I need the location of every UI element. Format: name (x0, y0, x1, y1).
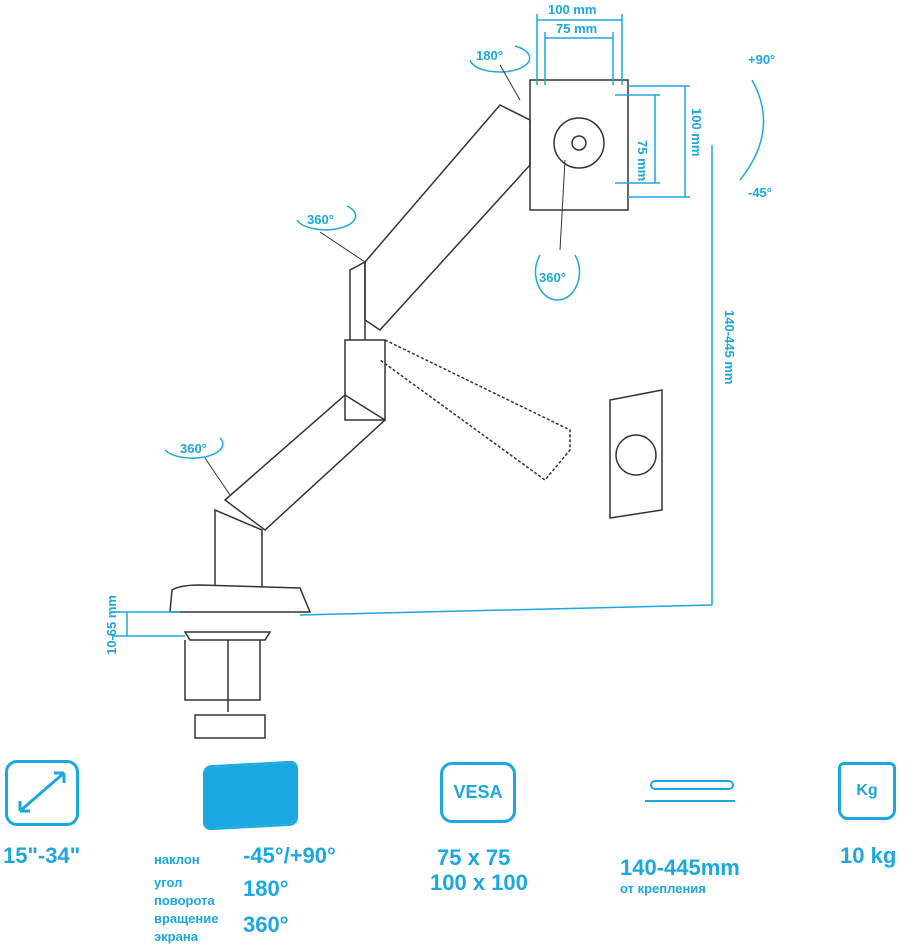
joint (344, 260, 386, 421)
vesa-v-outer-dim: 100 mm (689, 108, 704, 157)
clamp-screw (194, 640, 266, 739)
vesa-plate-lowered (609, 389, 663, 519)
rotation-head: 360° (539, 270, 566, 285)
screen-rotation-value: 360° (243, 912, 289, 937)
vesa-icon: VESA (440, 762, 516, 823)
rotation-mid: 360° (307, 212, 334, 227)
tilt-down: -45° (748, 185, 772, 200)
rotation-lower: 360° (180, 441, 207, 456)
weight-icon: Kg (838, 762, 896, 820)
swivel-label: угол поворота (154, 875, 215, 908)
monitor-rotation-icon (203, 760, 298, 831)
vesa-plate-top (529, 79, 629, 211)
height-caption: от крепления (620, 881, 706, 896)
swivel-value: 180° (243, 876, 289, 901)
size-value: 15"-34" (3, 843, 81, 868)
lower-arm (223, 394, 387, 531)
upper-arm-lowered (379, 339, 571, 482)
rotation-top: 180° (476, 48, 503, 63)
vesa-value-1: 75 x 75 (437, 845, 511, 870)
tilt-arc (739, 79, 765, 181)
clamp (183, 631, 272, 701)
vesa-inner-dim: 75 mm (556, 21, 598, 36)
tilt-label: наклон (154, 852, 200, 867)
base (169, 584, 312, 613)
upper-arm (364, 104, 531, 331)
screen-rotation-label: вращение экрана (154, 911, 219, 944)
vesa-value-2: 100 x 100 (430, 870, 528, 895)
desk-thickness-dim: 10-65 mm (104, 595, 119, 655)
vesa-outer-dim: 100 mm (548, 2, 597, 17)
diagonal-arrow-icon (5, 760, 79, 826)
tilt-up: +90° (748, 52, 776, 67)
height-value: 140-445mm (620, 855, 740, 880)
desk-surface-icon (645, 800, 735, 802)
height-icon (650, 780, 734, 790)
vesa-v-inner-dim: 75 mm (635, 140, 650, 182)
weight-value: 10 kg (840, 843, 897, 868)
tilt-value: -45°/+90° (243, 843, 336, 868)
height-range-dim: 140-445 mm (722, 310, 737, 385)
pole (214, 508, 263, 587)
